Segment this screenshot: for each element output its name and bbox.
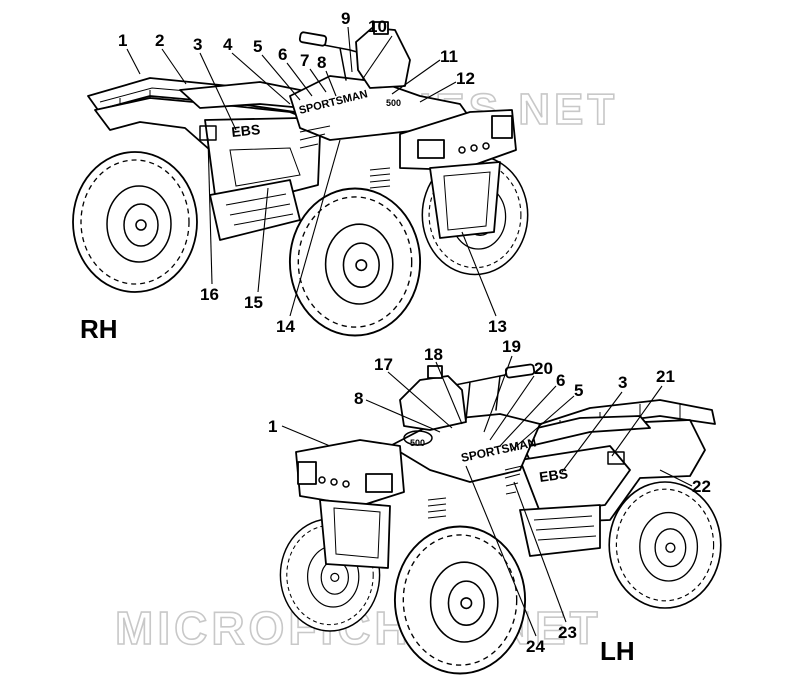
rh-callout-12: 12 [456, 69, 475, 88]
rh-callout-2: 2 [155, 31, 164, 50]
rh-front-wheel [288, 187, 422, 337]
lh-callout-24: 24 [526, 637, 545, 656]
rh-view-label: RH [80, 314, 118, 344]
lh-callout-8: 8 [354, 389, 363, 408]
lh-callouts: 1 8 17 18 19 20 6 5 3 21 22 23 24 LH [268, 337, 711, 666]
rh-callout-7: 7 [300, 51, 309, 70]
lh-rear-wheel [608, 481, 722, 609]
rh-callout-1: 1 [118, 31, 127, 50]
rh-callout-9: 9 [341, 9, 350, 28]
rh-callout-15: 15 [244, 293, 263, 312]
rh-ebs-decal: EBS [231, 121, 261, 140]
rh-callout-3: 3 [193, 35, 202, 54]
lh-side-panel [519, 445, 631, 513]
rh-callout-10: 10 [368, 17, 387, 36]
lh-view-label: LH [600, 636, 635, 666]
rh-callout-14: 14 [276, 317, 295, 336]
lh-callout-3: 3 [618, 373, 627, 392]
lh-callout-21: 21 [656, 367, 675, 386]
lh-callout-17: 17 [374, 355, 393, 374]
lh-headlight-pod [399, 375, 467, 431]
lh-ebs-decal: EBS [538, 465, 569, 485]
atv-lh-view: EBS SPORTSMAN 500 [279, 363, 722, 675]
rh-callout-16: 16 [200, 285, 219, 304]
rh-callout-6: 6 [278, 45, 287, 64]
rh-callout-4: 4 [223, 35, 233, 54]
lh-callout-6: 6 [556, 371, 565, 390]
rh-callout-8: 8 [317, 53, 326, 72]
lh-callout-5: 5 [574, 381, 583, 400]
lh-callout-18: 18 [424, 345, 443, 364]
atv-rh-view: EBS SPORTSMAN 500 [72, 21, 529, 337]
lh-callout-22: 22 [692, 477, 711, 496]
lh-side-reflector [607, 451, 625, 465]
lh-front-bumper [319, 499, 391, 569]
rh-callout-11: 11 [440, 47, 458, 66]
lh-front-wheel [393, 525, 527, 675]
lh-callout-23: 23 [558, 623, 577, 642]
rh-callout-5: 5 [253, 37, 262, 56]
rh-model-badge: 500 [386, 98, 401, 108]
rh-headlight-pod [355, 27, 411, 89]
rh-callout-13: 13 [488, 317, 507, 336]
lh-callout-1: 1 [268, 417, 277, 436]
lh-footwell [519, 504, 601, 557]
rh-fuel-tank [289, 75, 471, 141]
rh-rear-wheel [72, 151, 198, 293]
lh-callout-19: 19 [502, 337, 521, 356]
rh-callouts: 1 2 3 4 5 6 7 8 9 10 11 12 13 14 15 16 R… [80, 9, 507, 344]
lh-model-badge: 500 [410, 438, 425, 448]
lh-callout-20: 20 [534, 359, 553, 378]
